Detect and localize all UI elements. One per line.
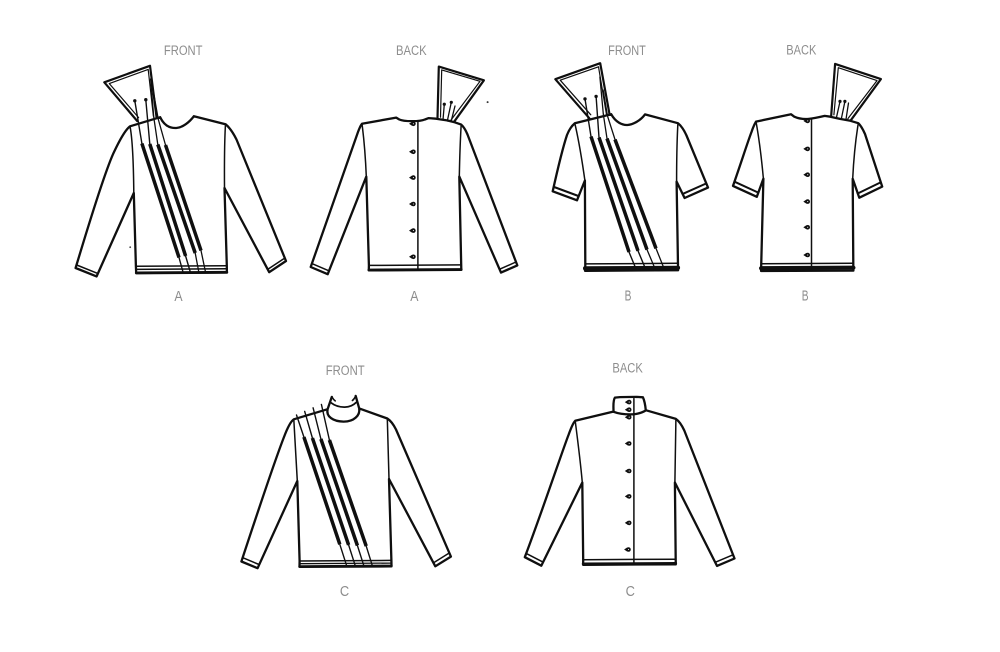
svg-text:B: B	[802, 289, 809, 305]
svg-text:BACK: BACK	[612, 361, 643, 377]
svg-text:BACK: BACK	[786, 43, 816, 59]
svg-text:C: C	[626, 584, 636, 600]
svg-text:FRONT: FRONT	[608, 43, 646, 59]
svg-text:A: A	[174, 289, 182, 305]
svg-text:B: B	[625, 289, 632, 305]
svg-text:FRONT: FRONT	[326, 363, 365, 379]
svg-text:BACK: BACK	[396, 43, 427, 59]
svg-text:A: A	[410, 289, 418, 305]
svg-text:C: C	[340, 584, 350, 600]
svg-text:FRONT: FRONT	[164, 43, 203, 59]
